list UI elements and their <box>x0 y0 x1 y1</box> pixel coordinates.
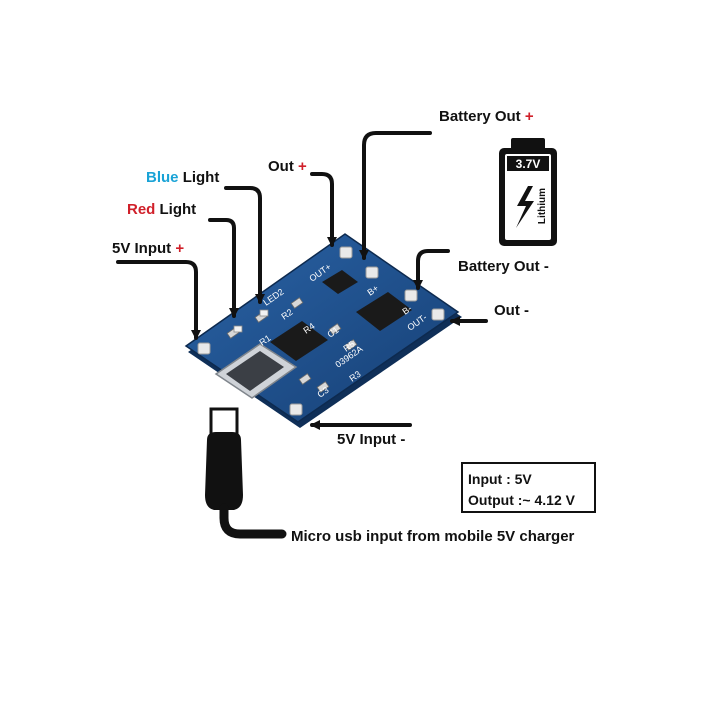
label-input-minus: 5V Input - <box>337 431 406 448</box>
micro-usb-port <box>214 343 298 399</box>
label-blue-light: Blue Light <box>146 169 220 186</box>
battery-voltage: 3.7V <box>516 157 541 171</box>
usb-cable <box>205 407 287 539</box>
charger-ic <box>270 321 328 361</box>
arrow-input-plus <box>116 260 201 340</box>
label-out-minus: Out - <box>494 302 529 319</box>
label-battery-out-minus: Battery Out - <box>458 258 549 275</box>
pcb-board: OUT+ B+ B- OUT- 03962A LED2 R1 R2 C1 R3 … <box>184 233 462 428</box>
label-usb-caption: Micro usb input from mobile 5V charger <box>291 528 575 545</box>
spec-input: Input : 5V <box>468 471 532 487</box>
label-out-plus: Out + <box>268 158 307 175</box>
arrow-red-light <box>208 218 239 318</box>
label-input-plus: 5V Input + <box>112 240 185 257</box>
arrows <box>116 131 488 430</box>
spec-output: Output :~ 4.12 V <box>468 492 575 508</box>
blue-led <box>259 309 269 317</box>
red-led <box>233 325 243 333</box>
protection-ic <box>356 292 412 331</box>
arrow-battery-out-minus <box>413 249 450 290</box>
battery-icon: 3.7V Lithium <box>499 138 557 246</box>
arrow-blue-light <box>224 186 265 304</box>
arrow-battery-out-plus <box>359 131 432 260</box>
label-battery-out-plus: Battery Out + <box>439 108 534 125</box>
spec-box: Input : 5V Output :~ 4.12 V <box>461 462 596 513</box>
mosfet-ic <box>322 270 358 294</box>
arrow-out-plus <box>310 172 337 247</box>
battery-chemistry: Lithium <box>537 188 548 224</box>
lightning-icon <box>516 186 534 228</box>
label-red-light: Red Light <box>127 201 197 218</box>
